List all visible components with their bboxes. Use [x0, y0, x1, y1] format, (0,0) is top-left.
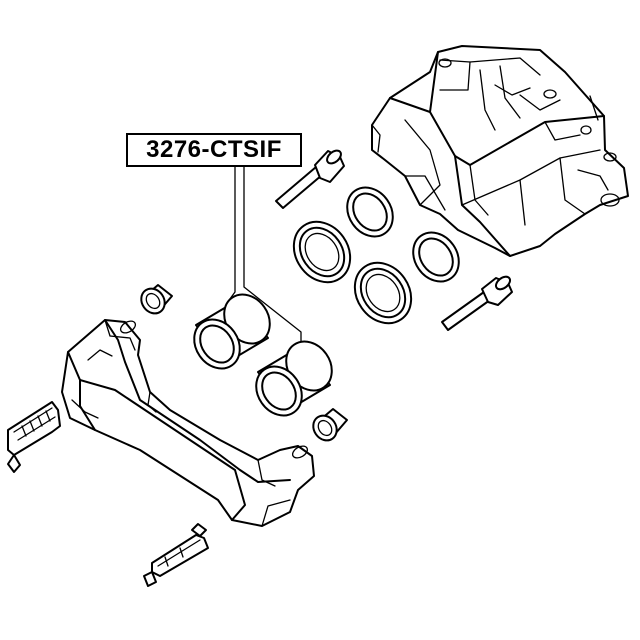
pin-bushing-bottom	[309, 409, 347, 445]
dust-boot-lower	[343, 252, 422, 334]
piston-right	[247, 333, 341, 425]
anti-rattle-clip-left	[8, 402, 60, 472]
piston-left	[185, 286, 279, 378]
caliper-housing	[372, 46, 628, 256]
caliper-bracket	[62, 319, 314, 526]
dust-boot-upper	[282, 211, 361, 293]
piston-seal-ring-lower	[404, 224, 468, 291]
anti-rattle-clip-right	[144, 524, 208, 586]
guide-pin-bolt-top	[276, 148, 344, 208]
piston-seal-ring-upper	[338, 179, 402, 246]
part-number-label: 3276-CTSIF	[126, 133, 302, 167]
pin-bushing-top	[137, 284, 172, 318]
guide-pin-bolt-bottom	[442, 274, 512, 330]
